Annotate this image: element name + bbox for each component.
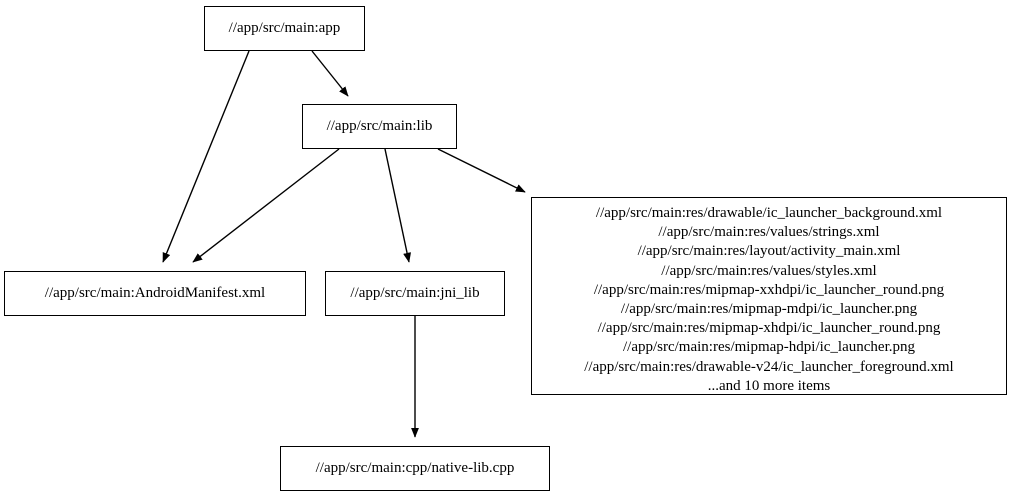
res-list-more-items: ...and 10 more items — [707, 377, 831, 394]
graph-node-lib[interactable]: //app/src/main:lib — [302, 104, 457, 149]
edge-lib-to-res-list — [437, 148, 526, 193]
res-list-line: //app/src/main:res/mipmap-xxhdpi/ic_laun… — [593, 281, 945, 298]
res-list-line: //app/src/main:res/drawable/ic_launcher_… — [595, 205, 943, 221]
res-list-line: //app/src/main:res/layout/activity_main.… — [637, 243, 901, 260]
res-list-line: //app/src/main:res/values/strings.xml — [658, 224, 880, 241]
graph-node-res-list[interactable]: //app/src/main:res/drawable/ic_launcher_… — [531, 197, 1007, 395]
res-list-line: //app/src/main:res/mipmap-hdpi/ic_launch… — [622, 339, 915, 356]
res-list-line: //app/src/main:res/mipmap-mdpi/ic_launch… — [620, 301, 918, 318]
res-list-line: //app/src/main:res/values/styles.xml — [661, 262, 877, 279]
graph-node-jni-lib[interactable]: //app/src/main:jni_lib — [325, 271, 505, 316]
edge-lib-to-jni-lib — [384, 148, 412, 263]
graph-node-app[interactable]: //app/src/main:app — [204, 6, 365, 51]
res-list-line: //app/src/main:res/drawable-v24/ic_launc… — [584, 358, 954, 375]
edge-app-to-lib — [311, 50, 349, 97]
edge-lib-to-manifest — [192, 148, 340, 263]
edge-app-to-manifest — [162, 50, 250, 263]
res-list-line: //app/src/main:res/mipmap-xhdpi/ic_launc… — [597, 320, 941, 337]
graph-node-android-manifest[interactable]: //app/src/main:AndroidManifest.xml — [4, 271, 306, 316]
graph-node-native-lib-cpp[interactable]: //app/src/main:cpp/native-lib.cpp — [280, 446, 550, 491]
